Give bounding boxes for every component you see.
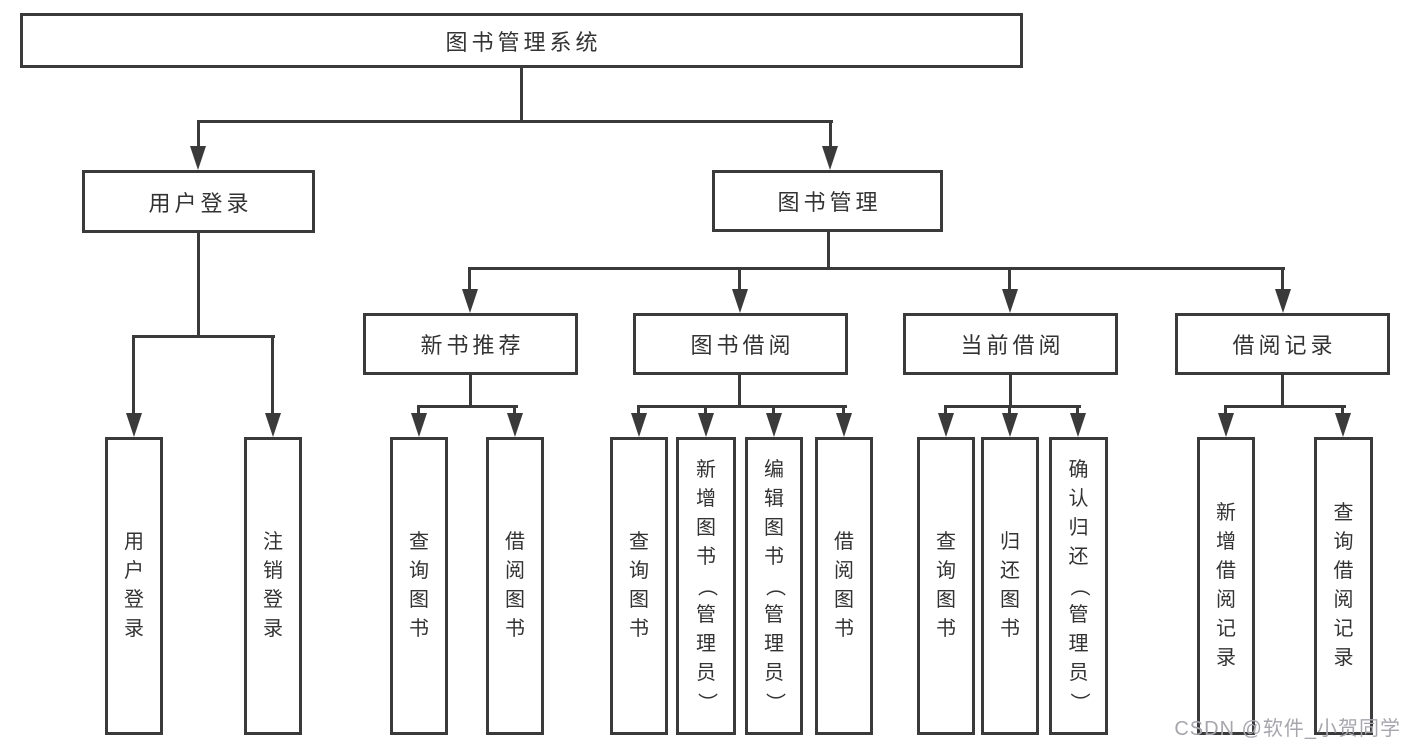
connector-stub-records [1281,267,1284,291]
connector-stub-logout-leaf [271,335,274,415]
leaf-records-query-record: 查询借阅记录 [1314,437,1373,735]
connector-stub-borrow [738,267,741,291]
arrowhead-book-mgmt [822,146,838,170]
arrowhead-current-1 [938,413,954,437]
node-book-mgmt: 图书管理 [712,170,943,232]
leaf-logout-login: 注销登录 [244,437,302,735]
connector-stub-recommend [468,267,471,291]
csdn-watermark: CSDN @软件_小贺同学 [1174,718,1401,740]
connector-recommend-horizontal [417,405,518,408]
arrowhead-current-3 [1070,413,1086,437]
node-user-login: 用户登录 [82,170,315,233]
connector-records-vertical [1281,375,1284,407]
leaf-borrow-edit-book-admin: 编辑图书（管理员） [745,437,803,735]
connector-records-horizontal [1224,405,1346,408]
connector-book-mgmt-vertical [827,232,830,270]
leaf-records-add-record: 新增借阅记录 [1197,437,1255,735]
connector-stub-current-3 [1076,405,1079,415]
leaf-recommend-query-book: 查询图书 [390,437,448,735]
leaf-borrow-query-book: 查询图书 [610,437,668,735]
arrowhead-recommend [462,289,478,313]
node-new-book-recommend: 新书推荐 [363,313,578,375]
connector-stub-borrow-2 [704,405,707,415]
leaf-current-query-book: 查询图书 [917,437,975,735]
node-book-borrow: 图书借阅 [633,313,848,375]
arrowhead-borrow-3 [766,413,782,437]
arrowhead-current-2 [1002,413,1018,437]
connector-stub-recommend-1 [417,405,420,415]
node-borrow-records: 借阅记录 [1175,313,1390,375]
leaf-borrow-add-book-admin: 新增图书（管理员） [676,437,736,735]
leaf-borrow-borrow-book: 借阅图书 [815,437,873,735]
connector-user-login-horizontal [132,335,275,338]
connector-stub-recommend-2 [513,405,516,415]
connector-stub-current-2 [1008,405,1011,415]
connector-stub-records-2 [1341,405,1344,415]
arrowhead-borrow-4 [836,413,852,437]
arrowhead-logout-leaf [265,413,281,437]
leaf-user-login: 用户登录 [105,437,163,735]
arrowhead-records-1 [1218,413,1234,437]
arrowhead-current [1002,289,1018,313]
connector-stub-current-1 [944,405,947,415]
arrowhead-borrow-2 [698,413,714,437]
arrowhead-login-leaf [126,413,142,437]
leaf-current-return-book: 归还图书 [981,437,1039,735]
node-new-book-recommend-label: 新书推荐 [420,333,525,358]
connector-level2-horizontal [197,120,833,123]
arrowhead-recommend-1 [411,413,427,437]
connector-stub-user-login [197,120,200,148]
arrowhead-recommend-2 [507,413,523,437]
connector-stub-borrow-3 [772,405,775,415]
connector-recommend-vertical [469,375,472,407]
connector-current-horizontal [944,405,1081,408]
node-root: 图书管理系统 [20,13,1023,68]
connector-current-vertical [1009,375,1012,407]
arrowhead-records [1275,289,1291,313]
connector-user-login-vertical [197,233,200,337]
node-book-borrow-label: 图书借阅 [690,333,795,358]
connector-stub-login-leaf [132,335,135,415]
connector-borrow-horizontal [637,405,847,408]
node-current-borrow-label: 当前借阅 [960,333,1065,358]
connector-stub-borrow-1 [637,405,640,415]
connector-stub-records-1 [1224,405,1227,415]
node-borrow-records-label: 借阅记录 [1232,333,1337,358]
arrowhead-records-2 [1335,413,1351,437]
node-book-mgmt-label: 图书管理 [777,190,882,215]
arrowhead-borrow-1 [631,413,647,437]
node-current-borrow: 当前借阅 [903,313,1118,375]
leaf-recommend-borrow-book: 借阅图书 [486,437,544,735]
leaf-current-confirm-return-admin: 确认归还（管理员） [1049,437,1108,735]
arrowhead-borrow [732,289,748,313]
connector-borrow-vertical [738,375,741,407]
connector-level3-horizontal [468,267,1285,270]
connector-stub-book-mgmt [829,120,832,148]
connector-stub-borrow-4 [842,405,845,415]
connector-stub-current [1008,267,1011,291]
connector-root-vertical [520,66,523,123]
node-root-label: 图书管理系统 [445,29,602,55]
node-user-login-label: 用户登录 [148,190,253,216]
arrowhead-user-login [190,146,206,170]
